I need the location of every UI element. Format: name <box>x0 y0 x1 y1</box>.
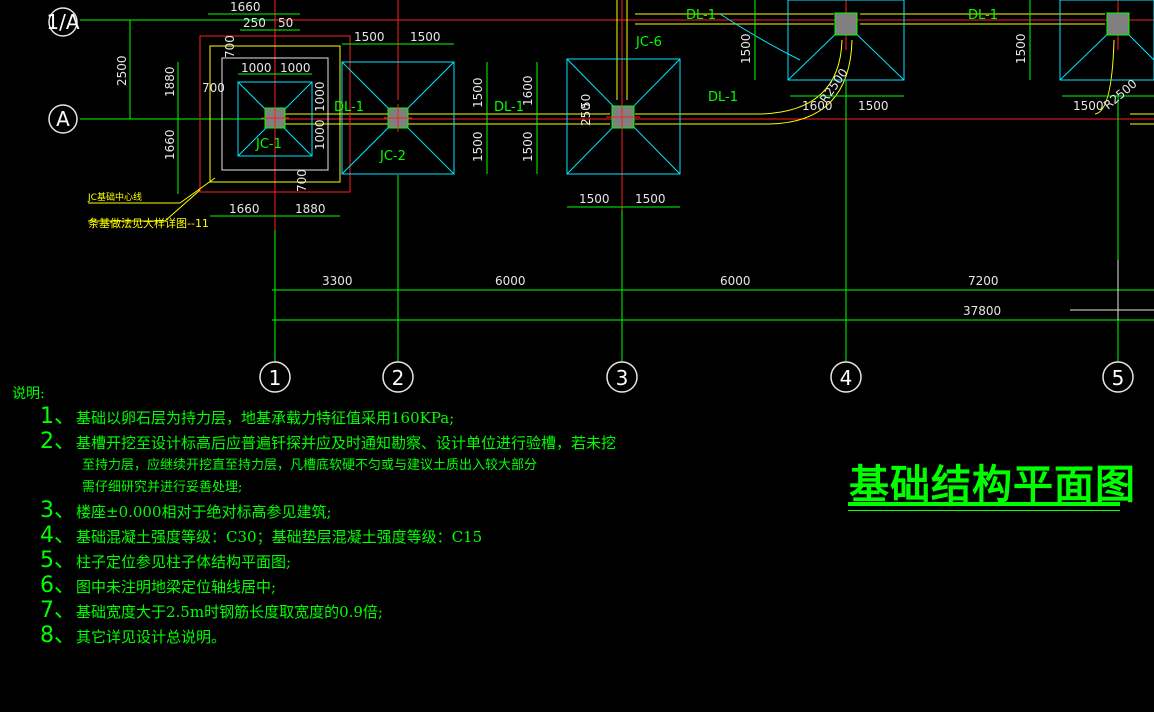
dim-1500-v-jc4: 1500 <box>739 33 753 64</box>
note-text: 图中未注明地梁定位轴线居中; <box>76 578 277 596</box>
note-number: 8、 <box>40 623 76 648</box>
axis-label-2: 2 <box>392 366 405 390</box>
dim-1880-bottom: 1880 <box>295 202 326 216</box>
dim-1500-jc2-r: 1500 <box>410 30 441 44</box>
dim-1880-v: 1880 <box>163 66 177 97</box>
dim-3300: 3300 <box>322 274 353 288</box>
note-text: 基础以卵石层为持力层，地基承载力特征值采用160KPa; <box>76 409 455 427</box>
dim-1500-v-jc3: 1500 <box>521 131 535 162</box>
note-text: 柱子定位参见柱子体结构平面图; <box>76 553 292 571</box>
dim-1600-jc4: 1600 <box>802 99 833 113</box>
note-line-continued: 至持力层，应继续开挖直至持力层，凡槽底软硬不匀或与建议土质出入较大部分 <box>12 455 616 477</box>
title-underline-thick <box>848 502 1120 506</box>
dim-1500-v-jc2-top: 1500 <box>471 77 485 108</box>
note-text: 楼座±0.000相对于绝对标高参见建筑; <box>76 503 332 521</box>
label-dl-1-a: DL-1 <box>334 100 364 115</box>
dimension-lines <box>129 0 1154 321</box>
dim-1500-v-jc2-bottom: 1500 <box>471 131 485 162</box>
dim-50-v-jc3: 50 <box>579 94 593 109</box>
note-number: 3、 <box>40 498 76 523</box>
footing-axis-5 <box>1059 0 1154 81</box>
label-dl-1-c: DL-1 <box>708 90 738 105</box>
dim-1500-jc3-r: 1500 <box>635 192 666 206</box>
dim-1660-v: 1660 <box>163 129 177 160</box>
dim-700-v-bottom: 700 <box>295 169 309 192</box>
note-number: 6、 <box>40 573 76 598</box>
label-jc-2: JC-2 <box>379 149 406 164</box>
note-number: 1、 <box>40 404 76 429</box>
dim-1500-jc3-l: 1500 <box>579 192 610 206</box>
note-number: 5、 <box>40 548 76 573</box>
dim-1000-r: 1000 <box>280 61 311 75</box>
foundation-beams <box>285 0 1154 125</box>
note-line: 7、基础宽度大于2.5m时钢筋长度取宽度的0.9倍; <box>12 599 616 624</box>
note-line: 2、基槽开挖至设计标高后应普遍钎探并应及时通知勘察、设计单位进行验槽，若未挖 <box>12 430 616 455</box>
axis-label-4: 4 <box>840 366 853 390</box>
note-line: 4、基础混凝土强度等级：C30；基础垫层混凝土强度等级：C15 <box>12 524 616 549</box>
dim-1000-l: 1000 <box>241 61 272 75</box>
notes-heading: 说明: <box>12 386 45 402</box>
design-notes: 说明: 1、基础以卵石层为持力层，地基承载力特征值采用160KPa; 2、基槽开… <box>12 383 616 649</box>
note-number: 4、 <box>40 523 76 548</box>
axis-bubbles <box>48 7 1134 393</box>
dim-1500-jc2-l: 1500 <box>354 30 385 44</box>
note-line: 1、基础以卵石层为持力层，地基承载力特征值采用160KPa; <box>12 405 616 430</box>
footing-axis-4 <box>787 0 905 81</box>
label-dl-1-b: DL-1 <box>494 100 524 115</box>
note-line: 5、柱子定位参见柱子体结构平面图; <box>12 549 616 574</box>
note-text: 基础宽度大于2.5m时钢筋长度取宽度的0.9倍; <box>76 603 383 621</box>
dim-1500-jc4: 1500 <box>858 99 889 113</box>
label-dl-1-e: DL-1 <box>968 8 998 23</box>
dim-50-top: 50 <box>278 16 293 30</box>
label-jc-1: JC-1 <box>255 137 282 152</box>
label-dl-1-d: DL-1 <box>686 8 716 23</box>
note-line: 6、图中未注明地梁定位轴线居中; <box>12 574 616 599</box>
dim-1660-bottom: 1660 <box>229 202 260 216</box>
note-line-continued: 需仔细研究并进行妥善处理; <box>12 477 616 499</box>
label-jc-6: JC-6 <box>635 35 662 50</box>
dim-37800: 37800 <box>963 304 1001 318</box>
axis-label-a: A <box>56 107 70 131</box>
note-line: 3、楼座±0.000相对于绝对标高参见建筑; <box>12 499 616 524</box>
note-text: 其它详见设计总说明。 <box>76 628 227 646</box>
leader-lines <box>88 177 216 222</box>
leader-note-detail: 条基做法见大样详图--11 <box>88 216 209 230</box>
footing-jc-2 <box>341 61 455 175</box>
dim-1500-jc5: 1500 <box>1073 99 1104 113</box>
dim-700-v-top: 700 <box>223 35 237 58</box>
dim-1500-v-jc5: 1500 <box>1014 33 1028 64</box>
dim-250-v-jc3: 250 <box>579 103 593 126</box>
footing-jc-1 <box>199 35 351 193</box>
dim-700-h: 700 <box>202 81 225 95</box>
title-underline-thin <box>848 510 1120 511</box>
note-text: 需仔细研究并进行妥善处理; <box>82 480 243 495</box>
dim-1000-v-b: 1000 <box>313 119 327 150</box>
axis-label-1: 1 <box>269 366 282 390</box>
dim-6000-a: 6000 <box>495 274 526 288</box>
note-number: 7、 <box>40 598 76 623</box>
dim-7200: 7200 <box>968 274 999 288</box>
dim-1000-v-a: 1000 <box>313 81 327 112</box>
footing-axis-3 <box>566 58 681 175</box>
note-number: 2、 <box>40 429 76 454</box>
note-line: 8、其它详见设计总说明。 <box>12 624 616 649</box>
axis-label-1-a: 1/A <box>46 10 79 34</box>
dim-1660-top: 1660 <box>230 0 261 14</box>
dim-6000-b: 6000 <box>720 274 751 288</box>
axis-label-3: 3 <box>616 366 629 390</box>
dim-r2500-jc5: R2500 <box>1101 77 1140 113</box>
drawing-title: 基础结构平面图 <box>849 462 1136 508</box>
axis-label-5: 5 <box>1112 366 1125 390</box>
note-text: 至持力层，应继续开挖直至持力层，凡槽底软硬不匀或与建议土质出入较大部分 <box>82 458 538 473</box>
note-text: 基槽开挖至设计标高后应普遍钎探并应及时通知勘察、设计单位进行验槽，若未挖 <box>76 434 617 452</box>
leader-note-centerline: JC基础中心线 <box>87 191 142 203</box>
note-text: 基础混凝土强度等级：C30；基础垫层混凝土强度等级：C15 <box>76 528 483 546</box>
dim-250-top: 250 <box>243 16 266 30</box>
dim-2500-v: 2500 <box>115 55 129 86</box>
dim-1600-v-jc3: 1600 <box>521 75 535 106</box>
